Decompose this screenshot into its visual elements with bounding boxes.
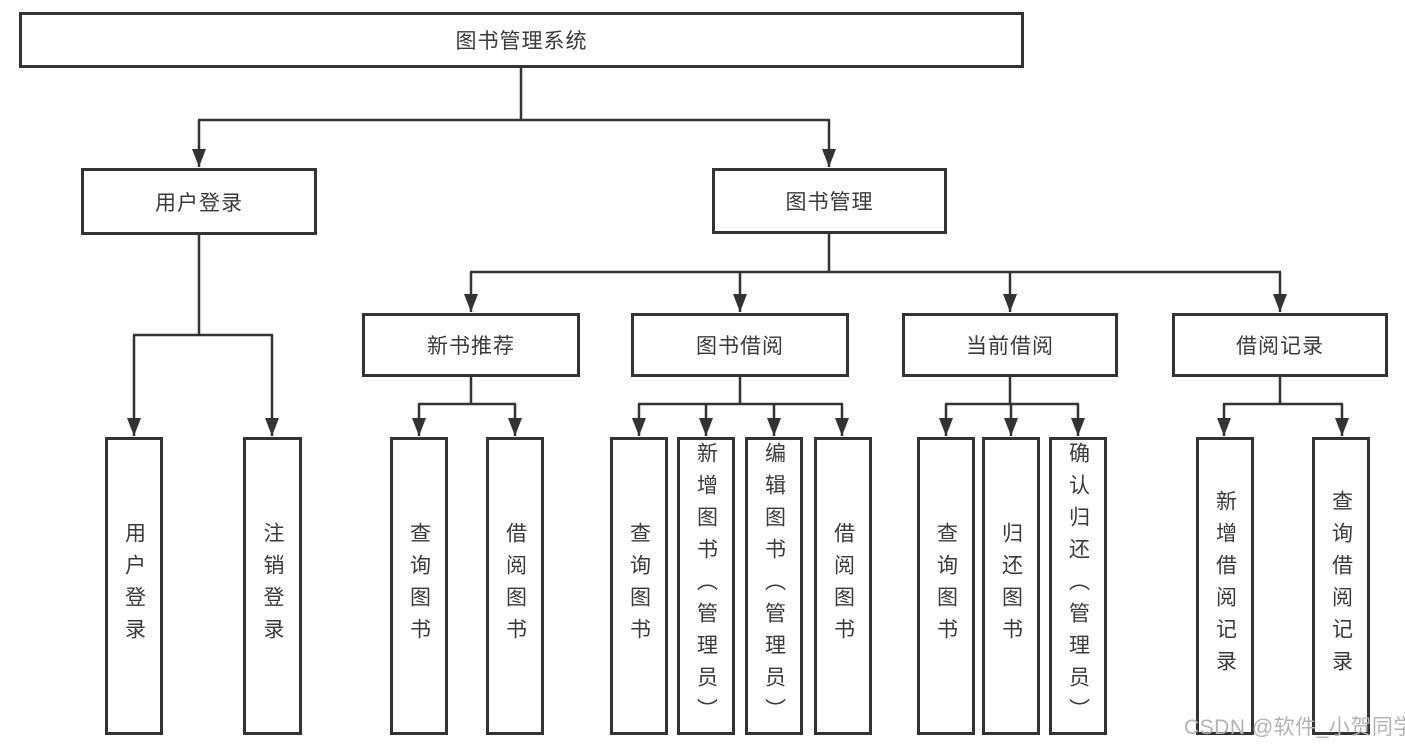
- node-new-book-recommendation: 新书推荐: [362, 313, 580, 377]
- leaf-label: 查询图书: [627, 522, 651, 650]
- node-label: 用户登录: [155, 191, 243, 215]
- leaf-label: 新增图书（管理员）: [694, 442, 718, 730]
- node-label: 图书管理: [785, 191, 874, 214]
- leaf-add-book-admin: 新增图书（管理员）: [677, 437, 735, 735]
- node-label: 当前借阅: [966, 335, 1054, 358]
- csdn-watermark: CSDN @软件_小贺同学: [1184, 716, 1405, 739]
- node-book-borrowing: 图书借阅: [631, 313, 849, 377]
- leaf-label: 查询图书: [934, 522, 958, 650]
- node-label: 图书管理系统: [455, 30, 588, 53]
- leaf-label: 用户登录: [122, 522, 146, 650]
- node-library-management-system: 图书管理系统: [19, 12, 1024, 68]
- node-current-borrowing: 当前借阅: [902, 313, 1118, 377]
- leaf-logout: 注销登录: [243, 437, 302, 735]
- node-book-management: 图书管理: [712, 168, 947, 234]
- node-label: 借阅记录: [1236, 335, 1324, 358]
- node-borrowing-records: 借阅记录: [1172, 313, 1388, 377]
- leaf-confirm-return-admin: 确认归还（管理员）: [1049, 437, 1107, 735]
- leaf-label: 新增借阅记录: [1213, 490, 1237, 682]
- leaf-borrow-books-borrowing: 借阅图书: [814, 437, 872, 735]
- node-user-login: 用户登录: [81, 168, 317, 235]
- leaf-user-login: 用户登录: [105, 437, 163, 735]
- node-label: 图书借阅: [696, 335, 784, 358]
- node-label: 新书推荐: [427, 335, 515, 358]
- leaf-label: 借阅图书: [503, 522, 527, 650]
- leaf-edit-book-admin: 编辑图书（管理员）: [745, 437, 803, 735]
- leaf-label: 查询图书: [407, 522, 431, 650]
- leaf-label: 查询借阅记录: [1329, 490, 1353, 682]
- leaf-label: 编辑图书（管理员）: [762, 442, 786, 730]
- leaf-query-books-borrowing: 查询图书: [610, 437, 668, 735]
- leaf-query-books-current: 查询图书: [917, 437, 975, 735]
- leaf-query-borrow-record: 查询借阅记录: [1312, 437, 1370, 735]
- leaf-query-books-recommendation: 查询图书: [390, 437, 448, 735]
- leaf-return-books: 归还图书: [982, 437, 1040, 735]
- leaf-borrow-books-recommendation: 借阅图书: [486, 437, 544, 735]
- leaf-label: 确认归还（管理员）: [1066, 442, 1090, 730]
- leaf-label: 注销登录: [261, 522, 284, 650]
- leaf-label: 归还图书: [999, 522, 1023, 650]
- leaf-add-borrow-record: 新增借阅记录: [1196, 437, 1254, 735]
- leaf-label: 借阅图书: [831, 522, 855, 650]
